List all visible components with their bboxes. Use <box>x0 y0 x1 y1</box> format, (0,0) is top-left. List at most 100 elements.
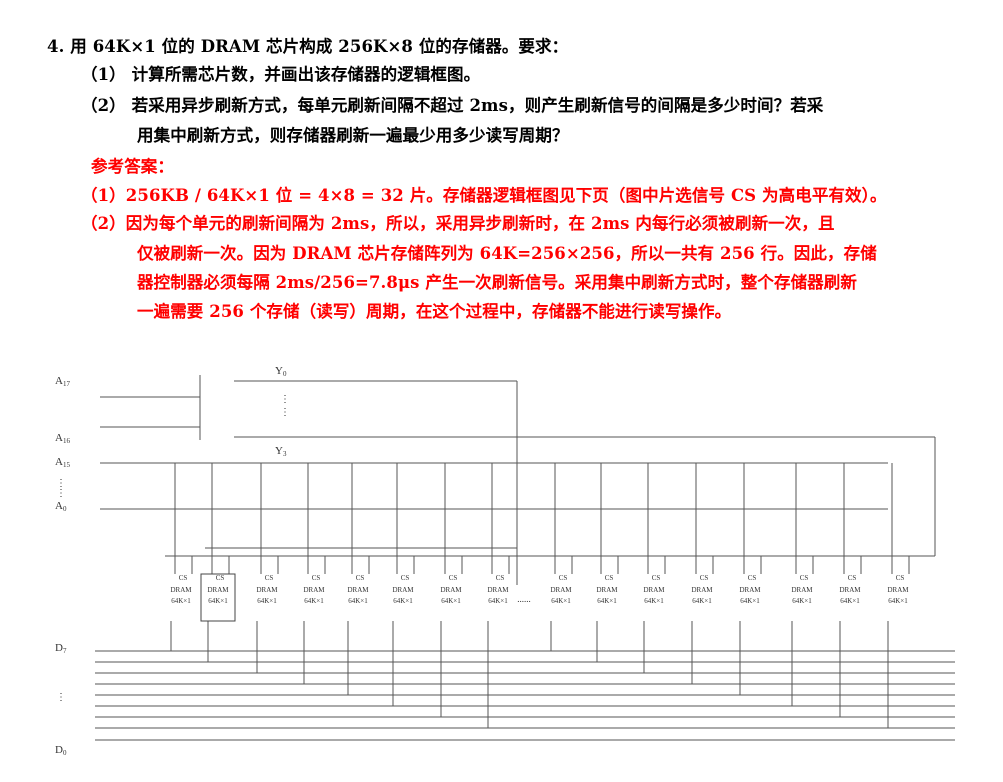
chip-cs-label: CS <box>700 574 709 582</box>
dram-chip: CS DRAM 64K×1 <box>164 574 198 621</box>
addr-label-a16: A16 <box>55 432 70 445</box>
chip-outline <box>785 574 819 621</box>
dram-chip: CS DRAM 64K×1 <box>637 574 671 621</box>
addr-label-a0: A0 <box>55 500 67 513</box>
data-label-d7: D7 <box>55 642 67 655</box>
chip-row: CS DRAM 64K×1 CS DRAM 64K×1 CS DRAM 64K×1 CS DRAM 6… <box>164 573 915 622</box>
decoder-out-y3: Y3 <box>275 445 287 458</box>
chip-outline <box>341 574 375 621</box>
chip-size-label: 64K×1 <box>393 597 413 605</box>
chip-type-label: DRAM <box>487 586 509 594</box>
chip-type-label: DRAM <box>392 586 414 594</box>
chip-size-label: 64K×1 <box>348 597 368 605</box>
dram-chip: CS DRAM 64K×1 <box>881 574 915 621</box>
chip-outline <box>481 574 515 621</box>
chip-cs-label: CS <box>652 574 661 582</box>
answer-heading: 参考答案： <box>91 157 174 176</box>
chip-outline <box>434 574 468 621</box>
chip-size-label: 64K×1 <box>740 597 760 605</box>
chip-cs-label: CS <box>401 574 410 582</box>
question-header: 4. 用 64K×1 位的 DRAM 芯片构成 256K×8 位的存储器。要求： <box>47 37 569 56</box>
chip-type-label: DRAM <box>440 586 462 594</box>
chip-outline <box>250 574 284 621</box>
decoder-vdots: ⋮ <box>280 394 290 405</box>
chip-type-label: DRAM <box>170 586 192 594</box>
chip-size-label: 64K×1 <box>257 597 277 605</box>
dram-chip: CS DRAM 64K×1 <box>590 574 624 621</box>
answer-1: （1）256KB / 64K×1 位 = 4×8 = 32 片。存储器逻辑框图见… <box>81 186 887 205</box>
chip-outline <box>164 574 198 621</box>
chip-size-label: 64K×1 <box>171 597 191 605</box>
addr-label-a17: A17 <box>55 375 70 388</box>
memory-logic-diagram: CS DRAM 64K×1 CS DRAM 64K×1 CS DRAM 64K×1 CS DRAM 6… <box>55 365 955 757</box>
question-item-1: （1） 计算所需芯片数，并画出该存储器的逻辑框图。 <box>81 65 481 84</box>
chip-cs-label: CS <box>896 574 905 582</box>
question-item-2-line-2: 用集中刷新方式，则存储器刷新一遍最少用多少读写周期？ <box>137 126 569 145</box>
question-item-2-line-1: （2） 若采用异步刷新方式，每单元刷新间隔不超过 2ms，则产生刷新信号的间隔是… <box>81 96 824 115</box>
chip-outline <box>297 574 331 621</box>
addr-vdots: ⋮ <box>56 478 66 489</box>
chip-type-label: DRAM <box>791 586 813 594</box>
chip-type-label: DRAM <box>887 586 909 594</box>
chip-type-label: DRAM <box>303 586 325 594</box>
chip-outline <box>200 573 236 622</box>
chip-outline <box>733 574 767 621</box>
chip-size-label: 64K×1 <box>488 597 508 605</box>
addr-label-a15: A15 <box>55 456 70 469</box>
chip-cs-label: CS <box>356 574 365 582</box>
diagram-wires <box>95 375 955 741</box>
answer-2-line-4: 一遍需要 256 个存储（读写）周期，在这个过程中，存储器不能进行读写操作。 <box>137 302 732 321</box>
dram-chip: CS DRAM 64K×1 <box>544 574 578 621</box>
chip-cs-label: CS <box>449 574 458 582</box>
chip-type-label: DRAM <box>691 586 713 594</box>
chip-outline <box>833 574 867 621</box>
dram-chip: CS DRAM 64K×1 <box>685 574 719 621</box>
chip-cs-label: CS <box>179 574 188 582</box>
chip-type-label: DRAM <box>256 586 278 594</box>
chip-cs-label: CS <box>265 574 274 582</box>
chip-cs-label: CS <box>748 574 757 582</box>
chip-size-label: 64K×1 <box>208 597 228 605</box>
chip-outline <box>637 574 671 621</box>
chip-outline <box>685 574 719 621</box>
chip-type-label: DRAM <box>550 586 572 594</box>
data-vdots: ⋮ <box>56 692 66 703</box>
chip-size-label: 64K×1 <box>888 597 908 605</box>
chip-type-label: DRAM <box>643 586 665 594</box>
chip-size-label: 64K×1 <box>840 597 860 605</box>
chip-type-label: DRAM <box>596 586 618 594</box>
chip-outline <box>590 574 624 621</box>
answer-2-line-1: （2）因为每个单元的刷新间隔为 2ms，所以，采用异步刷新时，在 2ms 内每行… <box>81 214 835 233</box>
answer-2-line-3: 器控制器必须每隔 2ms/256=7.8μs 产生一次刷新信号。采用集中刷新方式… <box>137 273 857 292</box>
dram-chip: CS DRAM 64K×1 <box>785 574 819 621</box>
chip-size-label: 64K×1 <box>551 597 571 605</box>
dram-chip: CS DRAM 64K×1 <box>297 574 331 621</box>
chip-outline <box>881 574 915 621</box>
chip-cs-label: CS <box>559 574 568 582</box>
dram-chip: CS DRAM 64K×1 <box>250 574 284 621</box>
chip-type-label: DRAM <box>347 586 369 594</box>
chip-cs-label: CS <box>800 574 809 582</box>
dram-chip: CS DRAM 64K×1 <box>386 574 420 621</box>
answer-2-line-2: 仅被刷新一次。因为 DRAM 芯片存储阵列为 64K=256×256，所以一共有… <box>137 244 877 263</box>
chip-size-label: 64K×1 <box>304 597 324 605</box>
dram-chip: CS DRAM 64K×1 <box>341 574 375 621</box>
chip-size-label: 64K×1 <box>792 597 812 605</box>
addr-vdots-2: ⋮ <box>56 488 66 499</box>
decoder-vdots-2: ⋮ <box>280 407 290 418</box>
chip-size-label: 64K×1 <box>597 597 617 605</box>
chip-cs-label: CS <box>312 574 321 582</box>
data-label-d0: D0 <box>55 744 67 757</box>
chip-cs-label: CS <box>605 574 614 582</box>
chip-outline <box>386 574 420 621</box>
chip-size-label: 64K×1 <box>692 597 712 605</box>
chip-size-label: 64K×1 <box>441 597 461 605</box>
chip-size-label: 64K×1 <box>644 597 664 605</box>
chip-cs-label: CS <box>216 574 225 582</box>
chip-cs-label: CS <box>848 574 857 582</box>
chip-ellipsis: ...... <box>517 594 531 604</box>
